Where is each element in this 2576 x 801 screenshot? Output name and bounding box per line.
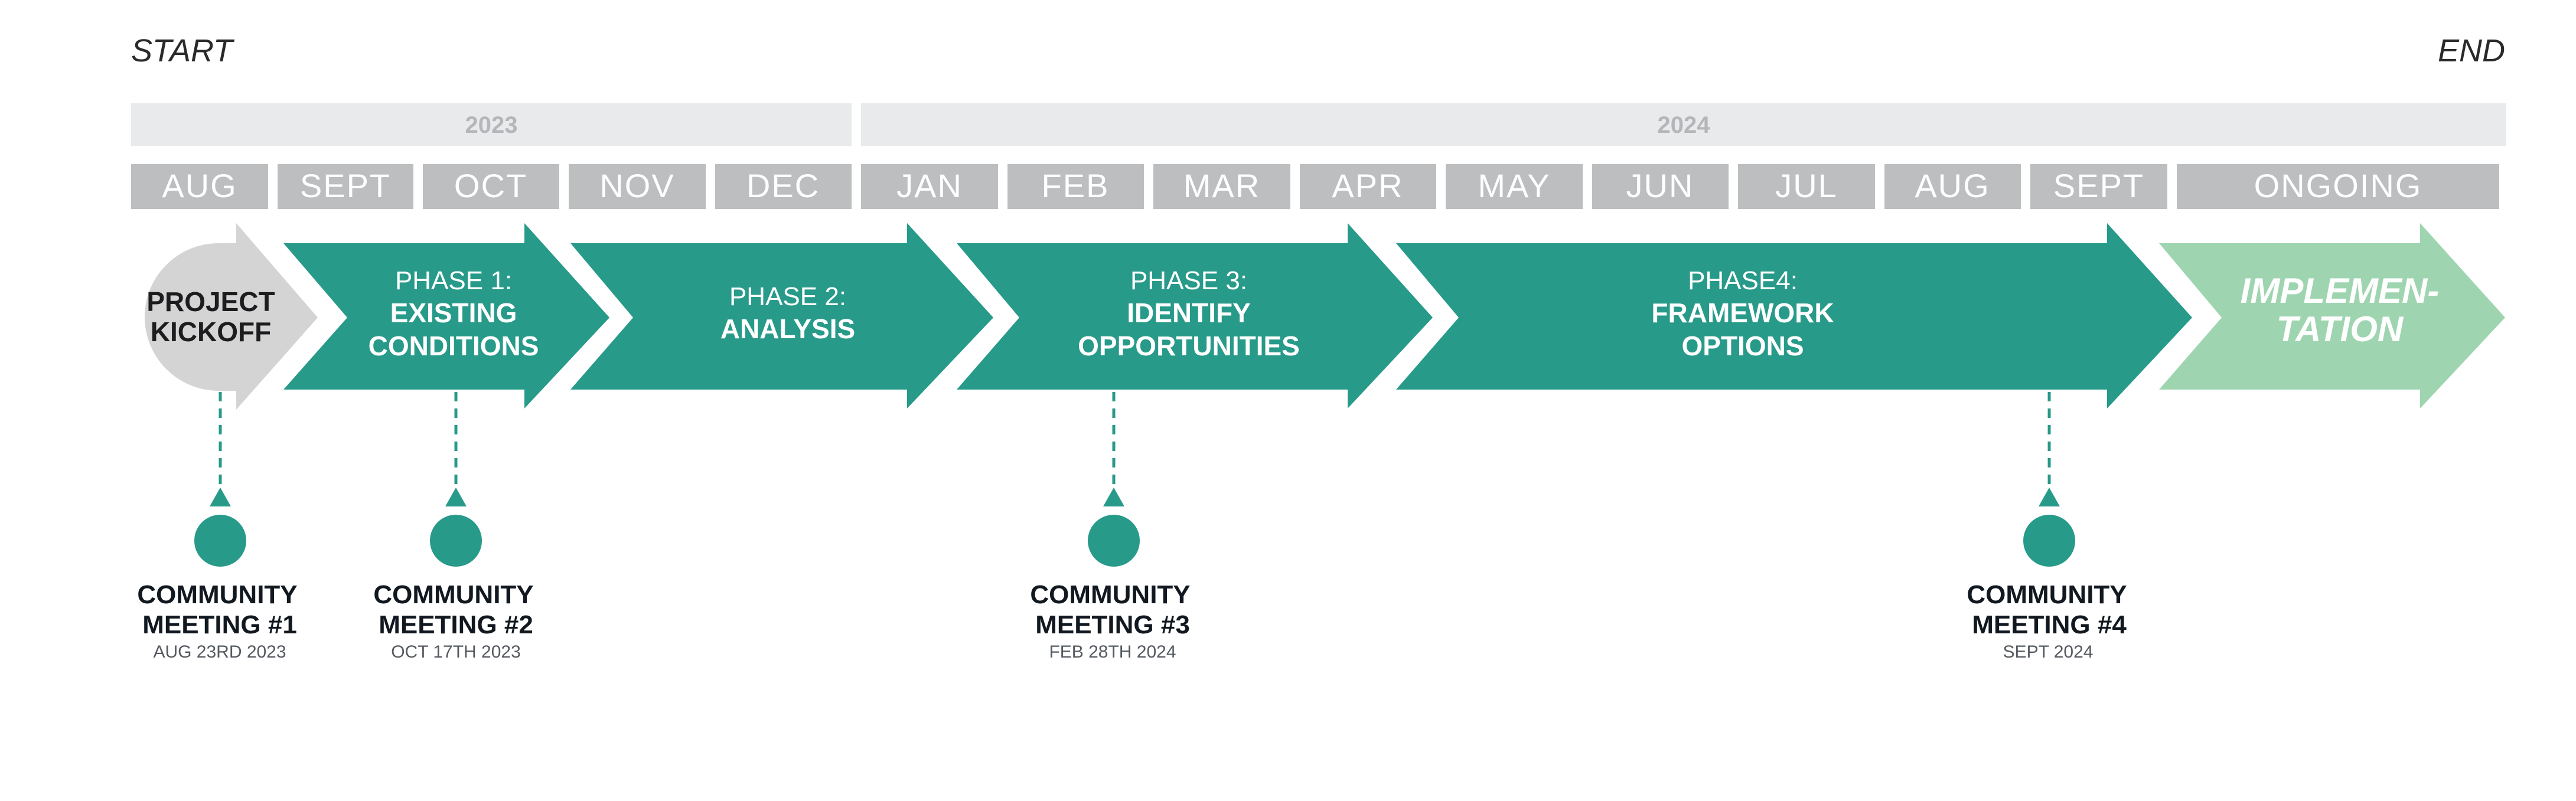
meeting-2-line2: MEETING #2 — [379, 610, 533, 639]
phase-3-line2: OPPORTUNITIES — [1078, 331, 1300, 361]
meeting-dot-icon — [194, 515, 246, 567]
meeting-dot-icon — [1088, 515, 1140, 567]
month-cell — [1884, 164, 2021, 209]
start-label: START — [131, 33, 235, 68]
month-label: OCT — [454, 167, 527, 204]
implementation-line1: IMPLEMEN- — [2241, 271, 2440, 310]
kickoff-label-line2: KICKOFF — [151, 316, 271, 347]
month-label: SEPT — [300, 167, 391, 204]
meeting-3-line2: MEETING #3 — [1035, 610, 1190, 639]
implementation-line2: TATION — [2277, 309, 2404, 349]
month-cell — [1738, 164, 1875, 209]
month-cell — [861, 164, 998, 209]
month-label: APR — [1332, 167, 1403, 204]
phase-1-arrow — [283, 223, 609, 408]
month-cell — [1300, 164, 1436, 209]
year-band-2023 — [131, 103, 852, 146]
month-cell — [569, 164, 706, 209]
phase-4-line1: FRAMEWORK — [1651, 297, 1834, 328]
meeting-dot-icon — [430, 515, 482, 567]
meeting-1-line2: MEETING #1 — [142, 610, 297, 639]
phase-3-line1: IDENTIFY — [1127, 297, 1251, 328]
phase-2-arrow — [570, 223, 993, 408]
month-cell — [1153, 164, 1290, 209]
month-label: JUL — [1775, 167, 1838, 204]
month-cell — [423, 164, 559, 209]
meeting-pointer-icon — [445, 488, 467, 506]
phase-4-line2: OPTIONS — [1681, 331, 1804, 361]
meeting-pointer-icon — [1103, 488, 1124, 506]
meeting-1-date: AUG 23RD 2023 — [153, 642, 286, 662]
meeting-marker-1: COMMUNITY MEETING #1 AUG 23RD 2023 — [137, 392, 298, 662]
meeting-3-line1: COMMUNITY — [1030, 580, 1190, 609]
phase-1-title: PHASE 1: — [395, 266, 512, 295]
month-cell — [1446, 164, 1583, 209]
month-cell — [1592, 164, 1729, 209]
phase-1-line1: EXISTING — [390, 297, 517, 328]
month-label: MAY — [1478, 167, 1550, 204]
kickoff-arrow — [145, 223, 318, 410]
month-label: DEC — [746, 167, 820, 204]
phase-4-arrow — [1396, 223, 2192, 408]
meeting-4-line2: MEETING #4 — [1972, 610, 2127, 639]
meeting-2-date: OCT 17TH 2023 — [391, 642, 521, 662]
month-label: SEPT — [2053, 167, 2144, 204]
meeting-1-line1: COMMUNITY — [137, 580, 297, 609]
month-cell — [2177, 164, 2499, 209]
meeting-marker-3: COMMUNITY MEETING #3 FEB 28TH 2024 — [1030, 392, 1191, 662]
month-cell — [715, 164, 852, 209]
phase-3-arrow — [957, 223, 1433, 408]
meeting-4-line1: COMMUNITY — [1967, 580, 2127, 609]
phase-2-line1: ANALYSIS — [720, 313, 855, 344]
month-label: FEB — [1042, 167, 1110, 204]
phase-4-title: PHASE4: — [1688, 266, 1798, 295]
year-label-2023: 2023 — [465, 112, 518, 138]
meeting-pointer-icon — [2039, 488, 2060, 506]
month-label: MAR — [1183, 167, 1260, 204]
implementation-arrow — [2159, 223, 2505, 408]
phase-1-line2: CONDITIONS — [369, 331, 539, 361]
phase-3-title: PHASE 3: — [1130, 266, 1247, 295]
kickoff-label-line1: PROJECT — [146, 286, 275, 317]
month-cell — [2030, 164, 2167, 209]
month-label: JAN — [896, 167, 963, 204]
end-label: END — [2438, 33, 2505, 68]
meeting-2-line1: COMMUNITY — [373, 580, 533, 609]
month-cell — [278, 164, 413, 209]
meeting-pointer-icon — [210, 488, 231, 506]
month-label: ONGOING — [2254, 167, 2422, 204]
month-label: AUG — [162, 167, 237, 204]
month-row: AUG SEPT OCT NOV DEC JAN FEB MAR APR MAY… — [131, 164, 2499, 209]
month-cell — [131, 164, 268, 209]
year-label-2024: 2024 — [1658, 112, 1711, 138]
meeting-dot-icon — [2023, 515, 2075, 567]
meeting-4-date: SEPT 2024 — [2003, 642, 2094, 662]
month-label: JUN — [1626, 167, 1694, 204]
meeting-marker-2: COMMUNITY MEETING #2 OCT 17TH 2023 — [373, 392, 534, 662]
month-label: NOV — [599, 167, 674, 204]
year-band-2024 — [861, 103, 2506, 146]
month-cell — [1007, 164, 1144, 209]
meeting-3-date: FEB 28TH 2024 — [1049, 642, 1176, 662]
month-label: AUG — [1915, 167, 1990, 204]
phase-2-title: PHASE 2: — [729, 282, 846, 311]
meeting-marker-4: COMMUNITY MEETING #4 SEPT 2024 — [1967, 392, 2127, 662]
